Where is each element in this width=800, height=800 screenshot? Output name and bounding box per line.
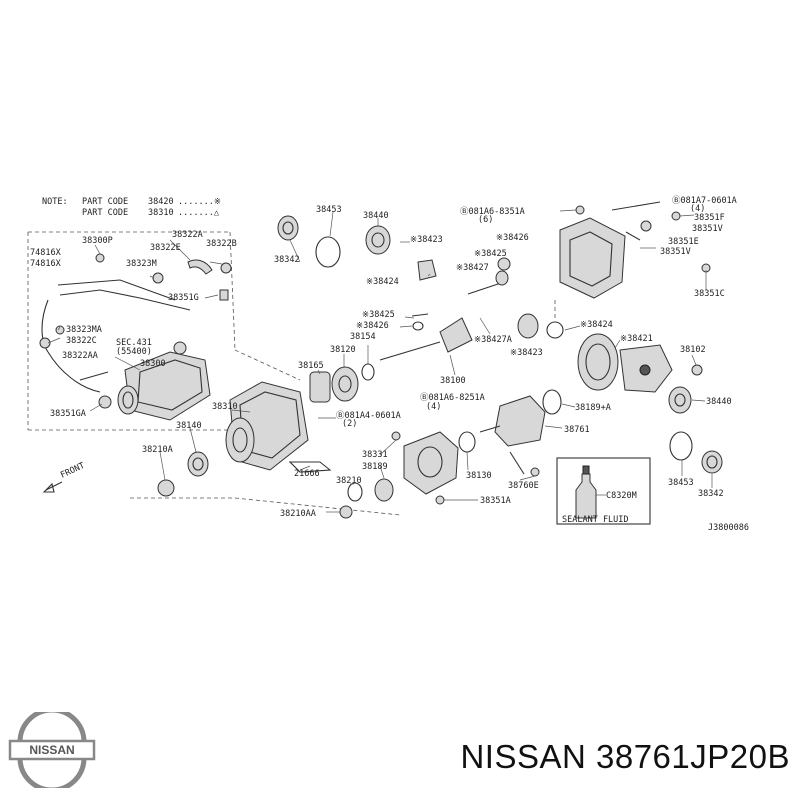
label-38351A: 38351A (480, 496, 511, 506)
note-line2-text: PART CODE (82, 208, 128, 218)
differential-carrier-38310 (225, 381, 332, 473)
label-diagram-code: J3800086 (708, 523, 749, 533)
seals-bearings (157, 215, 723, 519)
label-74816X-a: 74816X (30, 248, 62, 258)
part-labels: 38453 38342 38440 ※38423 ※38424 Ⓑ081A6-8… (30, 196, 749, 533)
label-38165: 38165 (298, 361, 324, 371)
label-38423: ※38423 (410, 235, 443, 245)
front-arrow-icon (42, 481, 63, 493)
small-final-drive-housing (117, 341, 211, 421)
label-38424: ※38424 (366, 277, 399, 287)
label-38322E: 38322E (150, 243, 181, 253)
label-38342b: 38342 (698, 489, 724, 499)
label-38351F: 38351F (694, 213, 725, 223)
label-38130: 38130 (466, 471, 492, 481)
label-38210AA: 38210AA (280, 509, 316, 519)
label-38453a: 38453 (316, 205, 342, 215)
label-38154: 38154 (350, 332, 376, 342)
label-38421: ※38421 (620, 334, 653, 344)
label-38300P: 38300P (82, 236, 113, 246)
label-38140: 38140 (176, 421, 202, 431)
label-38322A: 38322A (172, 230, 203, 240)
sealant-fluid-box (556, 457, 651, 525)
label-38351E: 38351E (668, 237, 699, 247)
label-38440a: 38440 (363, 211, 389, 221)
label-38424b: ※38424 (580, 320, 613, 330)
label-38210A: 38210A (142, 445, 173, 455)
top-left-hose-parts (39, 253, 232, 409)
label-c8320m: C8320M (606, 491, 637, 501)
label-38427: ※38427 (456, 263, 489, 273)
label-38323M: 38323M (126, 259, 157, 269)
label-38210: 38210 (336, 476, 362, 486)
label-38351GA: 38351GA (50, 409, 86, 419)
label-38453b: 38453 (668, 478, 694, 488)
label-38425a: ※38425 (474, 249, 507, 259)
label-081A6-8251A: Ⓑ081A6-8251A (420, 393, 485, 403)
label-6: (6) (478, 215, 493, 225)
label-38300: 38300 (140, 359, 166, 369)
label-38322AA: 38322AA (62, 351, 98, 361)
label-sealant-fluid: SEALANT FLUID (562, 515, 629, 525)
label-38440b: 38440 (706, 397, 732, 407)
side-flange-38761 (391, 395, 546, 505)
label-21666: 21666 (294, 469, 320, 479)
label-4a: (4) (690, 204, 705, 214)
label-081A4-0601A: Ⓑ081A4-0601A (336, 411, 401, 421)
label-081A7-0601A: Ⓑ081A7-0601A (672, 196, 737, 206)
label-38423b: ※38423 (510, 348, 543, 358)
label-front: FRONT (59, 461, 86, 481)
rear-cover-top-right (559, 201, 711, 299)
label-55400: (55400) (116, 347, 152, 357)
label-081A6-8351A-top: Ⓑ081A6-8351A (460, 207, 525, 217)
leader-lines (47, 209, 713, 513)
label-38189: 38189 (362, 462, 388, 472)
nissan-logo: NISSAN (8, 712, 96, 788)
label-38189A: 38189+A (575, 403, 611, 413)
label-38323MA: 38323MA (66, 325, 102, 335)
label-38342a: 38342 (274, 255, 300, 265)
label-74816X-b: 74816X (30, 259, 62, 269)
label-38426b: ※38426 (356, 321, 389, 331)
label-38426a: ※38426 (496, 233, 529, 243)
label-38427A: ※38427A (474, 335, 512, 345)
dashed-frames (27, 231, 556, 516)
label-38331: 38331 (362, 450, 388, 460)
drive-pinion-38100 (379, 317, 473, 361)
label-38102: 38102 (680, 345, 706, 355)
label-38351V-a: 38351V (692, 224, 723, 234)
label-38351C: 38351C (694, 289, 725, 299)
label-38760E: 38760E (508, 481, 539, 491)
note-line2-code: 38310 (148, 208, 174, 218)
note-label: NOTE: (42, 197, 68, 207)
label-38351V-b: 38351V (660, 247, 691, 257)
label-38100: 38100 (440, 376, 466, 386)
label-4b: (4) (426, 402, 441, 412)
label-38322B: 38322B (206, 239, 237, 249)
label-38351G: 38351G (168, 293, 199, 303)
label-38322C: 38322C (66, 336, 97, 346)
note-line1-mark: .......※ (178, 197, 221, 207)
note-line1-text: PART CODE (82, 197, 128, 207)
label-38425b: ※38425 (362, 310, 395, 320)
part-number-title: NISSAN 38761JP20B (460, 738, 790, 775)
note-line2-mark: .......△ (178, 208, 220, 218)
label-sec431: SEC.431 (116, 338, 152, 348)
ring-gear-case-38421 (577, 333, 673, 393)
note-line1-code: 38420 (148, 197, 174, 207)
label-2: (2) (342, 419, 357, 429)
svg-text:NISSAN: NISSAN (29, 743, 74, 757)
label-38761: 38761 (564, 425, 590, 435)
label-38310: 38310 (212, 402, 238, 412)
label-38120: 38120 (330, 345, 356, 355)
